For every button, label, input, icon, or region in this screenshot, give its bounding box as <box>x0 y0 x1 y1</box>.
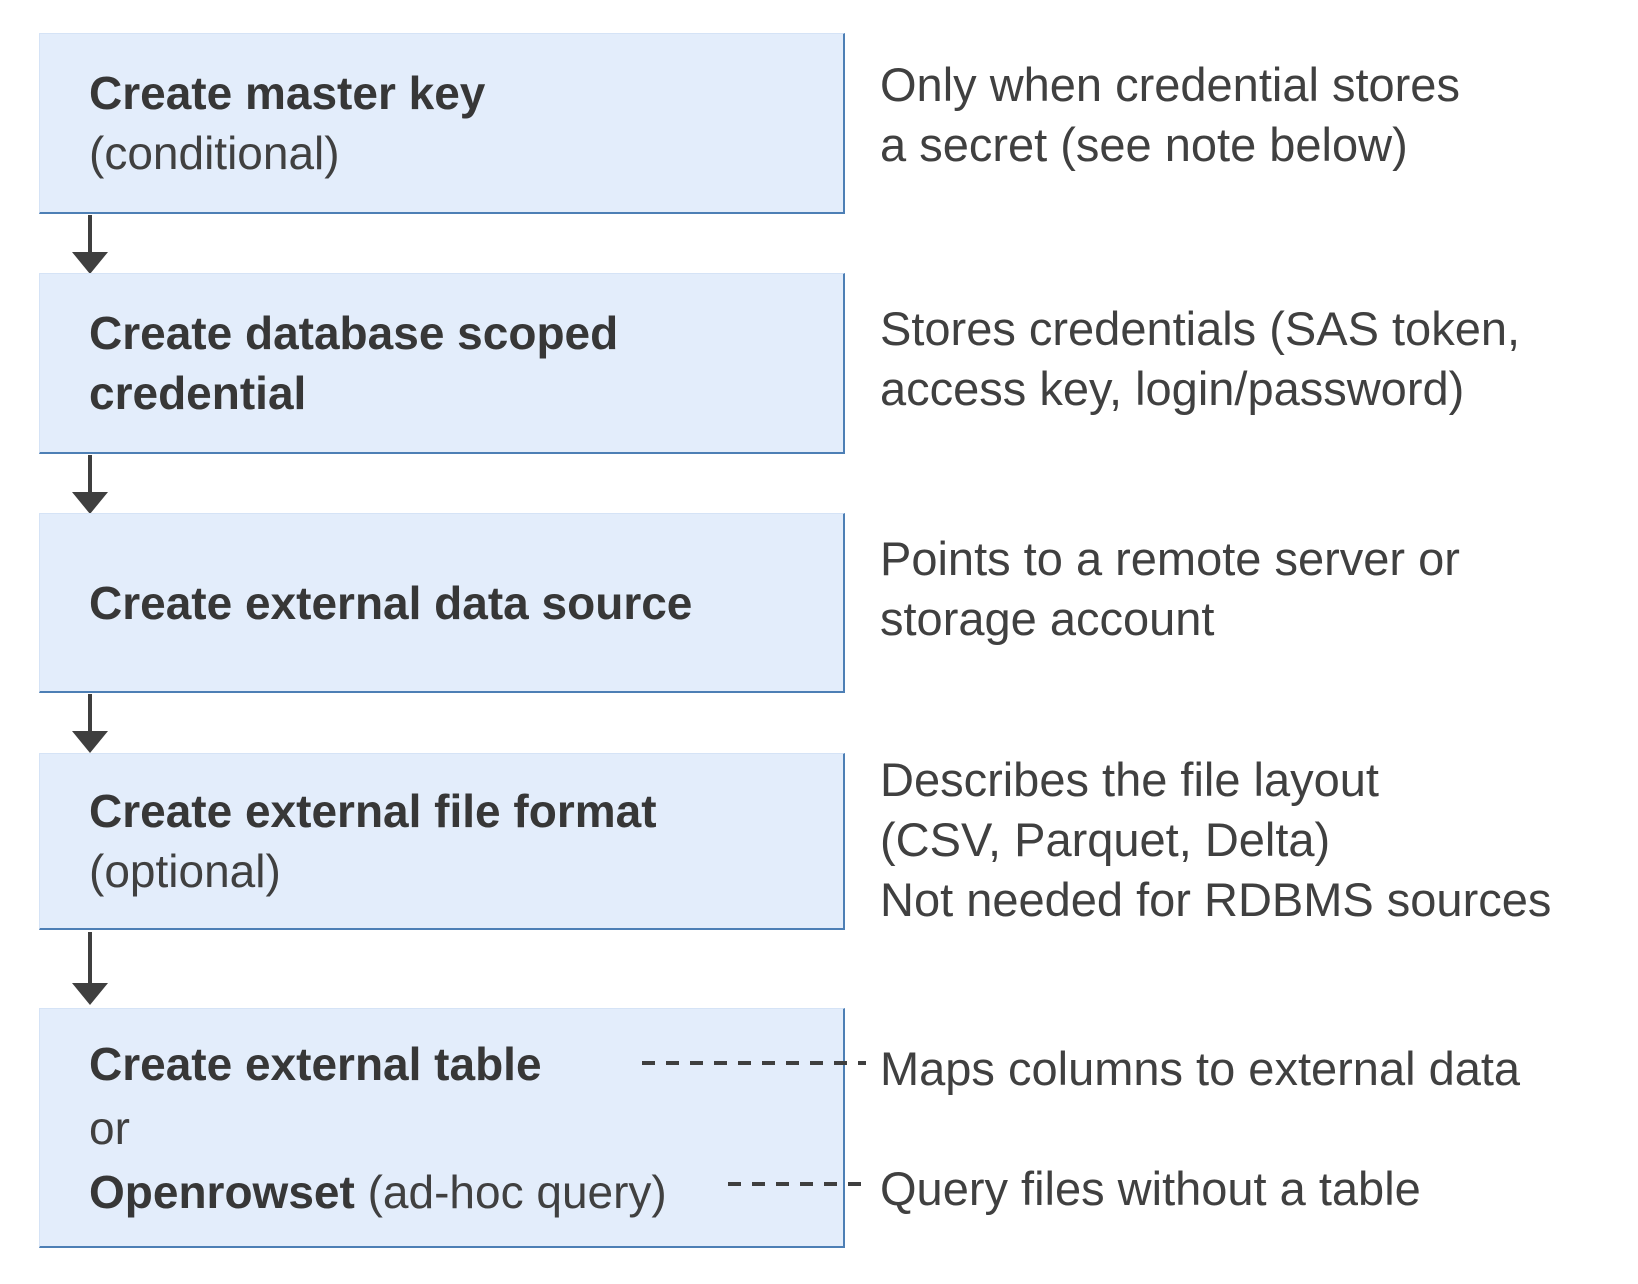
option-openrowset: Openrowset (ad-hoc query) <box>89 1160 843 1224</box>
note-line: Stores credentials (SAS token, <box>880 302 1521 355</box>
step-title: Create external data source <box>89 576 693 629</box>
note-master-key: Only when credential stores a secret (se… <box>880 55 1460 175</box>
note-line: storage account <box>880 592 1215 645</box>
dashed-connector-icon <box>728 1182 866 1186</box>
note-line: a secret (see note below) <box>880 118 1408 171</box>
step-title: Create external file format <box>89 785 657 837</box>
note-file-format: Describes the file layout (CSV, Parquet,… <box>880 750 1551 930</box>
option-suffix: (ad-hoc query) <box>354 1165 667 1218</box>
note-line: (CSV, Parquet, Delta) <box>880 813 1331 866</box>
option-external-table: Create external table <box>89 1032 843 1096</box>
step-title: Create master key <box>89 67 486 119</box>
note-line: access key, login/password) <box>880 362 1465 415</box>
step-title: Create database scoped credential <box>89 307 619 419</box>
step-box-external-table: Create external table or Openrowset (ad-… <box>39 1008 845 1248</box>
down-arrow-icon <box>88 455 92 493</box>
note-line: Describes the file layout <box>880 753 1379 806</box>
step-subtitle: (optional) <box>89 845 281 897</box>
down-arrow-icon <box>88 694 92 732</box>
option-label: Openrowset <box>89 1165 355 1218</box>
step-box-scoped-credential: Create database scoped credential <box>39 273 845 454</box>
option-label: Create external table <box>89 1037 542 1090</box>
note-openrowset: Query files without a table <box>880 1162 1421 1215</box>
step-box-master-key: Create master key (conditional) <box>39 33 845 214</box>
down-arrow-head-icon <box>72 731 108 753</box>
note-scoped-credential: Stores credentials (SAS token, access ke… <box>880 299 1520 419</box>
down-arrow-head-icon <box>72 252 108 274</box>
step-box-file-format: Create external file format (optional) <box>39 753 845 930</box>
dashed-connector-icon <box>642 1061 866 1065</box>
down-arrow-head-icon <box>72 983 108 1005</box>
note-line: Only when credential stores <box>880 58 1460 111</box>
step-subtitle: (conditional) <box>89 127 340 179</box>
down-arrow-head-icon <box>72 492 108 514</box>
note-external-table: Maps columns to external data <box>880 1042 1521 1095</box>
note-line: Points to a remote server or <box>880 532 1460 585</box>
step-box-data-source: Create external data source <box>39 513 845 693</box>
note-line: Not needed for RDBMS sources <box>880 873 1552 926</box>
down-arrow-icon <box>88 932 92 984</box>
note-data-source: Points to a remote server or storage acc… <box>880 529 1460 649</box>
down-arrow-icon <box>88 215 92 253</box>
option-connector: or <box>89 1101 130 1154</box>
